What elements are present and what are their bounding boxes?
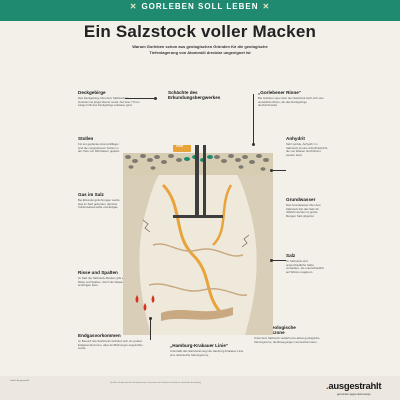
crack-icon bbox=[241, 234, 250, 248]
leader-dot bbox=[270, 169, 273, 172]
fold-line bbox=[152, 243, 244, 257]
block-deckgebirge: Deckgebirge Das Deckgebirge über dem Sal… bbox=[78, 90, 140, 108]
block-stollen: Stollen Für ein geplantes Atommüllllager… bbox=[78, 136, 123, 154]
block-heading: Anhydrit bbox=[286, 136, 305, 141]
anhydrite-band bbox=[161, 183, 225, 317]
logo-text: ausgestrahlt bbox=[328, 381, 382, 392]
block-body: Unter dem Salzstock verläuft eine aktive… bbox=[254, 336, 320, 344]
label-schaechte: Schächte des Erkundungsbergwerkes bbox=[168, 90, 238, 102]
block-heading: Deckgebirge bbox=[78, 90, 106, 95]
footer-credits: Grafik: Ausgestrahlt bbox=[10, 380, 30, 382]
block-body: Bei Gorleben quer über den Salzstock zie… bbox=[258, 96, 324, 108]
leader-line bbox=[253, 94, 254, 144]
right-flank bbox=[237, 175, 273, 335]
block-body: Im Salz der Salzstock-Flanken gibt es Ri… bbox=[78, 276, 125, 288]
leader-dot bbox=[154, 97, 157, 100]
block-body: Unterhalb des Salzstocks liegt die Hambu… bbox=[170, 349, 244, 357]
block-body: Das Grundwasser über dem Salzstock löst … bbox=[286, 203, 321, 218]
atom-drum bbox=[173, 145, 191, 152]
leader-line bbox=[125, 98, 155, 99]
leader-dot bbox=[270, 259, 273, 262]
block-body: Für ein geplantes Atommüllllager sind di… bbox=[78, 142, 120, 154]
leader-line bbox=[150, 318, 151, 340]
deep-layer bbox=[161, 307, 233, 321]
logo-subtitle: gemeinsam gegen atomenergie bbox=[337, 393, 371, 396]
block-body: Sehr spröde, Anhydrit. Im Salzstock ist … bbox=[286, 142, 328, 157]
leader-line bbox=[272, 260, 286, 261]
block-body: Im Bereich des Salzstocks befinden sich … bbox=[78, 339, 143, 351]
block-heading: Grundwasser bbox=[286, 197, 316, 202]
block-gorlebener-rinne: „Gorlebener Rinne“ Bei Gorleben quer übe… bbox=[258, 90, 324, 108]
anhydrite-band-2 bbox=[212, 184, 233, 246]
salt-body bbox=[139, 175, 257, 335]
block-heading: Risse und Spalten bbox=[78, 270, 118, 275]
leader-dot bbox=[149, 317, 152, 320]
logo: .ausgestrahlt bbox=[326, 381, 382, 392]
block-body: Im Salzstock sind unterschiedliche Salze… bbox=[286, 259, 324, 274]
footer: Grafik: Ausgestrahlt Quellen: Bundesamt … bbox=[0, 376, 400, 400]
cross-icon-right: ✕ bbox=[262, 2, 271, 11]
leader-dot bbox=[252, 143, 255, 146]
gravel-pebbles bbox=[125, 154, 269, 171]
kicker: ✕GORLEBEN SOLL LEBEN✕ bbox=[0, 2, 400, 11]
shaft-2 bbox=[203, 145, 206, 215]
salt-dome-diagram bbox=[123, 145, 273, 335]
block-endgasvorkommen: Endgasvorkommen Im Bereich des Salzstock… bbox=[78, 333, 148, 351]
crack-icon bbox=[142, 219, 151, 233]
block-grundwasser: Grundwasser Das Grundwasser über dem Sal… bbox=[286, 197, 328, 218]
block-body: Das Deckgebirge über dem Salzstock in Go… bbox=[78, 96, 140, 108]
block-heading: Endgasvorkommen bbox=[78, 333, 121, 338]
block-gas-im-salz: Gas im Salz Bei Erkundungsbohrungen wurd… bbox=[78, 192, 124, 210]
header-band bbox=[0, 0, 400, 21]
label-hamburg-krakauer-linie: „Hamburg-Krakauer Linie“ Unterhalb des S… bbox=[170, 343, 244, 357]
block-heading: Stollen bbox=[78, 136, 94, 141]
block-heading: Salz bbox=[286, 253, 296, 258]
fold-line-2 bbox=[148, 283, 248, 296]
block-anhydrit: Anhydrit Sehr spröde, Anhydrit. Im Salzs… bbox=[286, 136, 328, 157]
logo-mark: . bbox=[326, 381, 329, 392]
gas-drop-icons bbox=[135, 295, 155, 311]
gallery bbox=[173, 215, 223, 218]
block-salz: Salz Im Salzstock sind unterschiedliche … bbox=[286, 253, 328, 274]
kicker-text: GORLEBEN SOLL LEBEN bbox=[141, 2, 259, 11]
cross-icon-left: ✕ bbox=[129, 2, 138, 11]
drum-label: ATOM bbox=[176, 145, 183, 148]
page-subtitle: Warum Gorleben schon aus geologischen Gr… bbox=[132, 44, 268, 55]
block-heading: „Hamburg-Krakauer Linie“ bbox=[170, 343, 229, 348]
block-heading: „Gorlebener Rinne“ bbox=[258, 90, 302, 95]
block-risse-und-spalten: Risse und Spalten Im Salz der Salzstock-… bbox=[78, 270, 126, 288]
leader-line bbox=[272, 170, 286, 171]
shaft-1 bbox=[195, 145, 199, 215]
footer-legal: Quellen: Bundesamt für Strahlenschutz, G… bbox=[110, 382, 201, 384]
left-flank bbox=[123, 175, 159, 335]
block-body: Bei Erkundungsbohrungen wurde Gas im Sal… bbox=[78, 198, 120, 210]
block-heading: Schächte des Erkundungsbergwerkes bbox=[168, 90, 221, 100]
page-title: Ein Salzstock voller Macken bbox=[83, 22, 317, 41]
block-heading: Gas im Salz bbox=[78, 192, 104, 197]
